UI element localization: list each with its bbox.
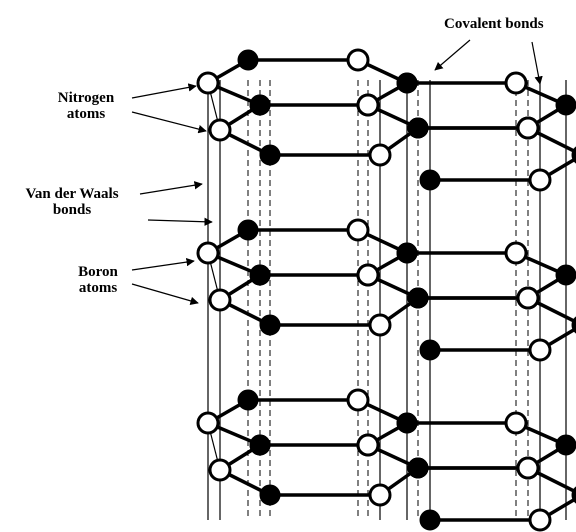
boron-atom [419, 339, 441, 361]
atoms [196, 48, 576, 532]
vdw-label-line2: bonds [52, 202, 92, 218]
label-arrows [131, 39, 543, 305]
nitrogen-atom [516, 116, 540, 140]
boron-atom [407, 287, 429, 309]
boron-atoms-label: Boron atoms [66, 264, 130, 296]
boron-atom [259, 314, 281, 336]
nitrogen-atom [528, 168, 552, 192]
covalent-arrow-2 [531, 41, 543, 85]
boron-atom [237, 49, 259, 71]
nitrogen-atom [516, 456, 540, 480]
nitrogen-arrow-1 [131, 83, 197, 99]
nitrogen-atoms-label: Nitrogen atoms [40, 90, 132, 122]
nitrogen-atom [208, 458, 232, 482]
nitrogen-atom [346, 218, 370, 242]
vdw-arrow-1 [139, 181, 203, 195]
boron-atom [237, 389, 259, 411]
boron-atom [407, 117, 429, 139]
nitrogen-atom [346, 388, 370, 412]
nitrogen-arrow-2 [131, 111, 207, 134]
nitrogen-atom [196, 411, 220, 435]
vdw-label-line1: Van der Waals [25, 186, 119, 202]
boron-atom [571, 486, 576, 504]
nitrogen-atom [346, 48, 370, 72]
nitrogen-atom [196, 71, 220, 95]
boron-atom [555, 94, 576, 116]
boron-label-line2: atoms [78, 280, 118, 296]
boron-atom [259, 484, 281, 506]
boron-atom [555, 434, 576, 456]
boron-atom [259, 144, 281, 166]
covalent-bonds-label: Covalent bonds [444, 16, 544, 32]
vdw-arrow-2 [147, 217, 213, 226]
boron-atom [249, 94, 271, 116]
nitrogen-atom [528, 338, 552, 362]
nitrogen-atom [368, 483, 392, 507]
nitrogen-atom [356, 263, 380, 287]
boron-arrow-2 [131, 283, 199, 305]
nitrogen-atom [516, 286, 540, 310]
boron-atom [396, 242, 418, 264]
nitrogen-atom [504, 71, 528, 95]
boron-label-line1: Boron [78, 264, 118, 280]
nitrogen-label-line1: Nitrogen [57, 90, 115, 106]
nitrogen-atom [208, 118, 232, 142]
nitrogen-atom [356, 93, 380, 117]
nitrogen-atom [196, 241, 220, 265]
boron-atom [571, 146, 576, 164]
boron-atom [237, 219, 259, 241]
boron-atom [396, 72, 418, 94]
boron-atom [555, 264, 576, 286]
boron-atom [571, 316, 576, 334]
nitrogen-atom [368, 143, 392, 167]
nitrogen-atom [368, 313, 392, 337]
nitrogen-label-line2: atoms [66, 106, 106, 122]
nitrogen-atom [504, 411, 528, 435]
boron-atom [419, 169, 441, 191]
boron-atom [249, 434, 271, 456]
nitrogen-atom [208, 288, 232, 312]
boron-atom [407, 457, 429, 479]
nitrogen-atom [504, 241, 528, 265]
van-der-waals-bonds-label: Van der Waals bonds [6, 186, 138, 218]
nitrogen-atom [528, 508, 552, 532]
boron-atom [419, 509, 441, 531]
boron-atom [249, 264, 271, 286]
nitrogen-atom [356, 433, 380, 457]
boron-atom [396, 412, 418, 434]
boron-arrow-1 [131, 257, 195, 271]
covalent-arrow-1 [434, 39, 471, 71]
